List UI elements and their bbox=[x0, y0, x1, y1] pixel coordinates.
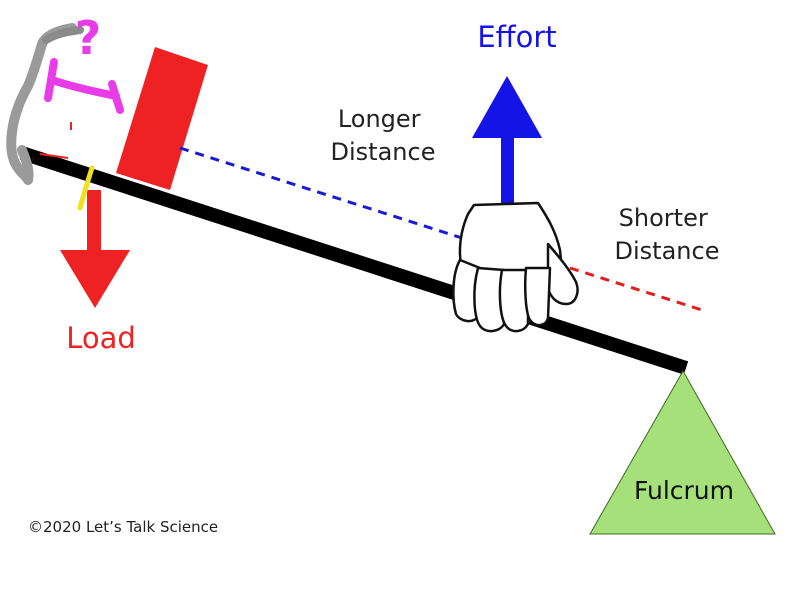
fulcrum-label: Fulcrum bbox=[634, 476, 734, 505]
effort-label: Effort bbox=[477, 20, 556, 54]
lever-beam bbox=[19, 146, 689, 375]
load-arrow-icon bbox=[60, 190, 130, 308]
question-mark: ? bbox=[75, 11, 102, 65]
shorter-distance-label: Shorter Distance bbox=[615, 204, 720, 265]
longer-distance-line2: Distance bbox=[331, 138, 436, 166]
magenta-scribble bbox=[44, 58, 124, 114]
hand-icon bbox=[452, 201, 579, 333]
red-beam-mark bbox=[39, 153, 69, 159]
gray-scribble-top bbox=[42, 26, 84, 44]
longer-distance-line bbox=[179, 146, 463, 240]
fulcrum-triangle bbox=[589, 369, 776, 535]
longer-distance-label: Longer Distance bbox=[331, 105, 436, 166]
copyright-text: ©2020 Let’s Talk Science bbox=[28, 518, 218, 536]
load-label: Load bbox=[66, 321, 136, 355]
longer-distance-line1: Longer bbox=[338, 105, 421, 133]
effort-arrow-icon bbox=[472, 76, 542, 206]
yellow-scribble bbox=[77, 165, 95, 211]
shorter-distance-line1: Shorter bbox=[619, 204, 708, 232]
shorter-distance-line2: Distance bbox=[615, 237, 720, 265]
gray-scribble bbox=[6, 23, 77, 185]
load-block bbox=[116, 47, 208, 190]
shorter-distance-line bbox=[569, 266, 703, 312]
